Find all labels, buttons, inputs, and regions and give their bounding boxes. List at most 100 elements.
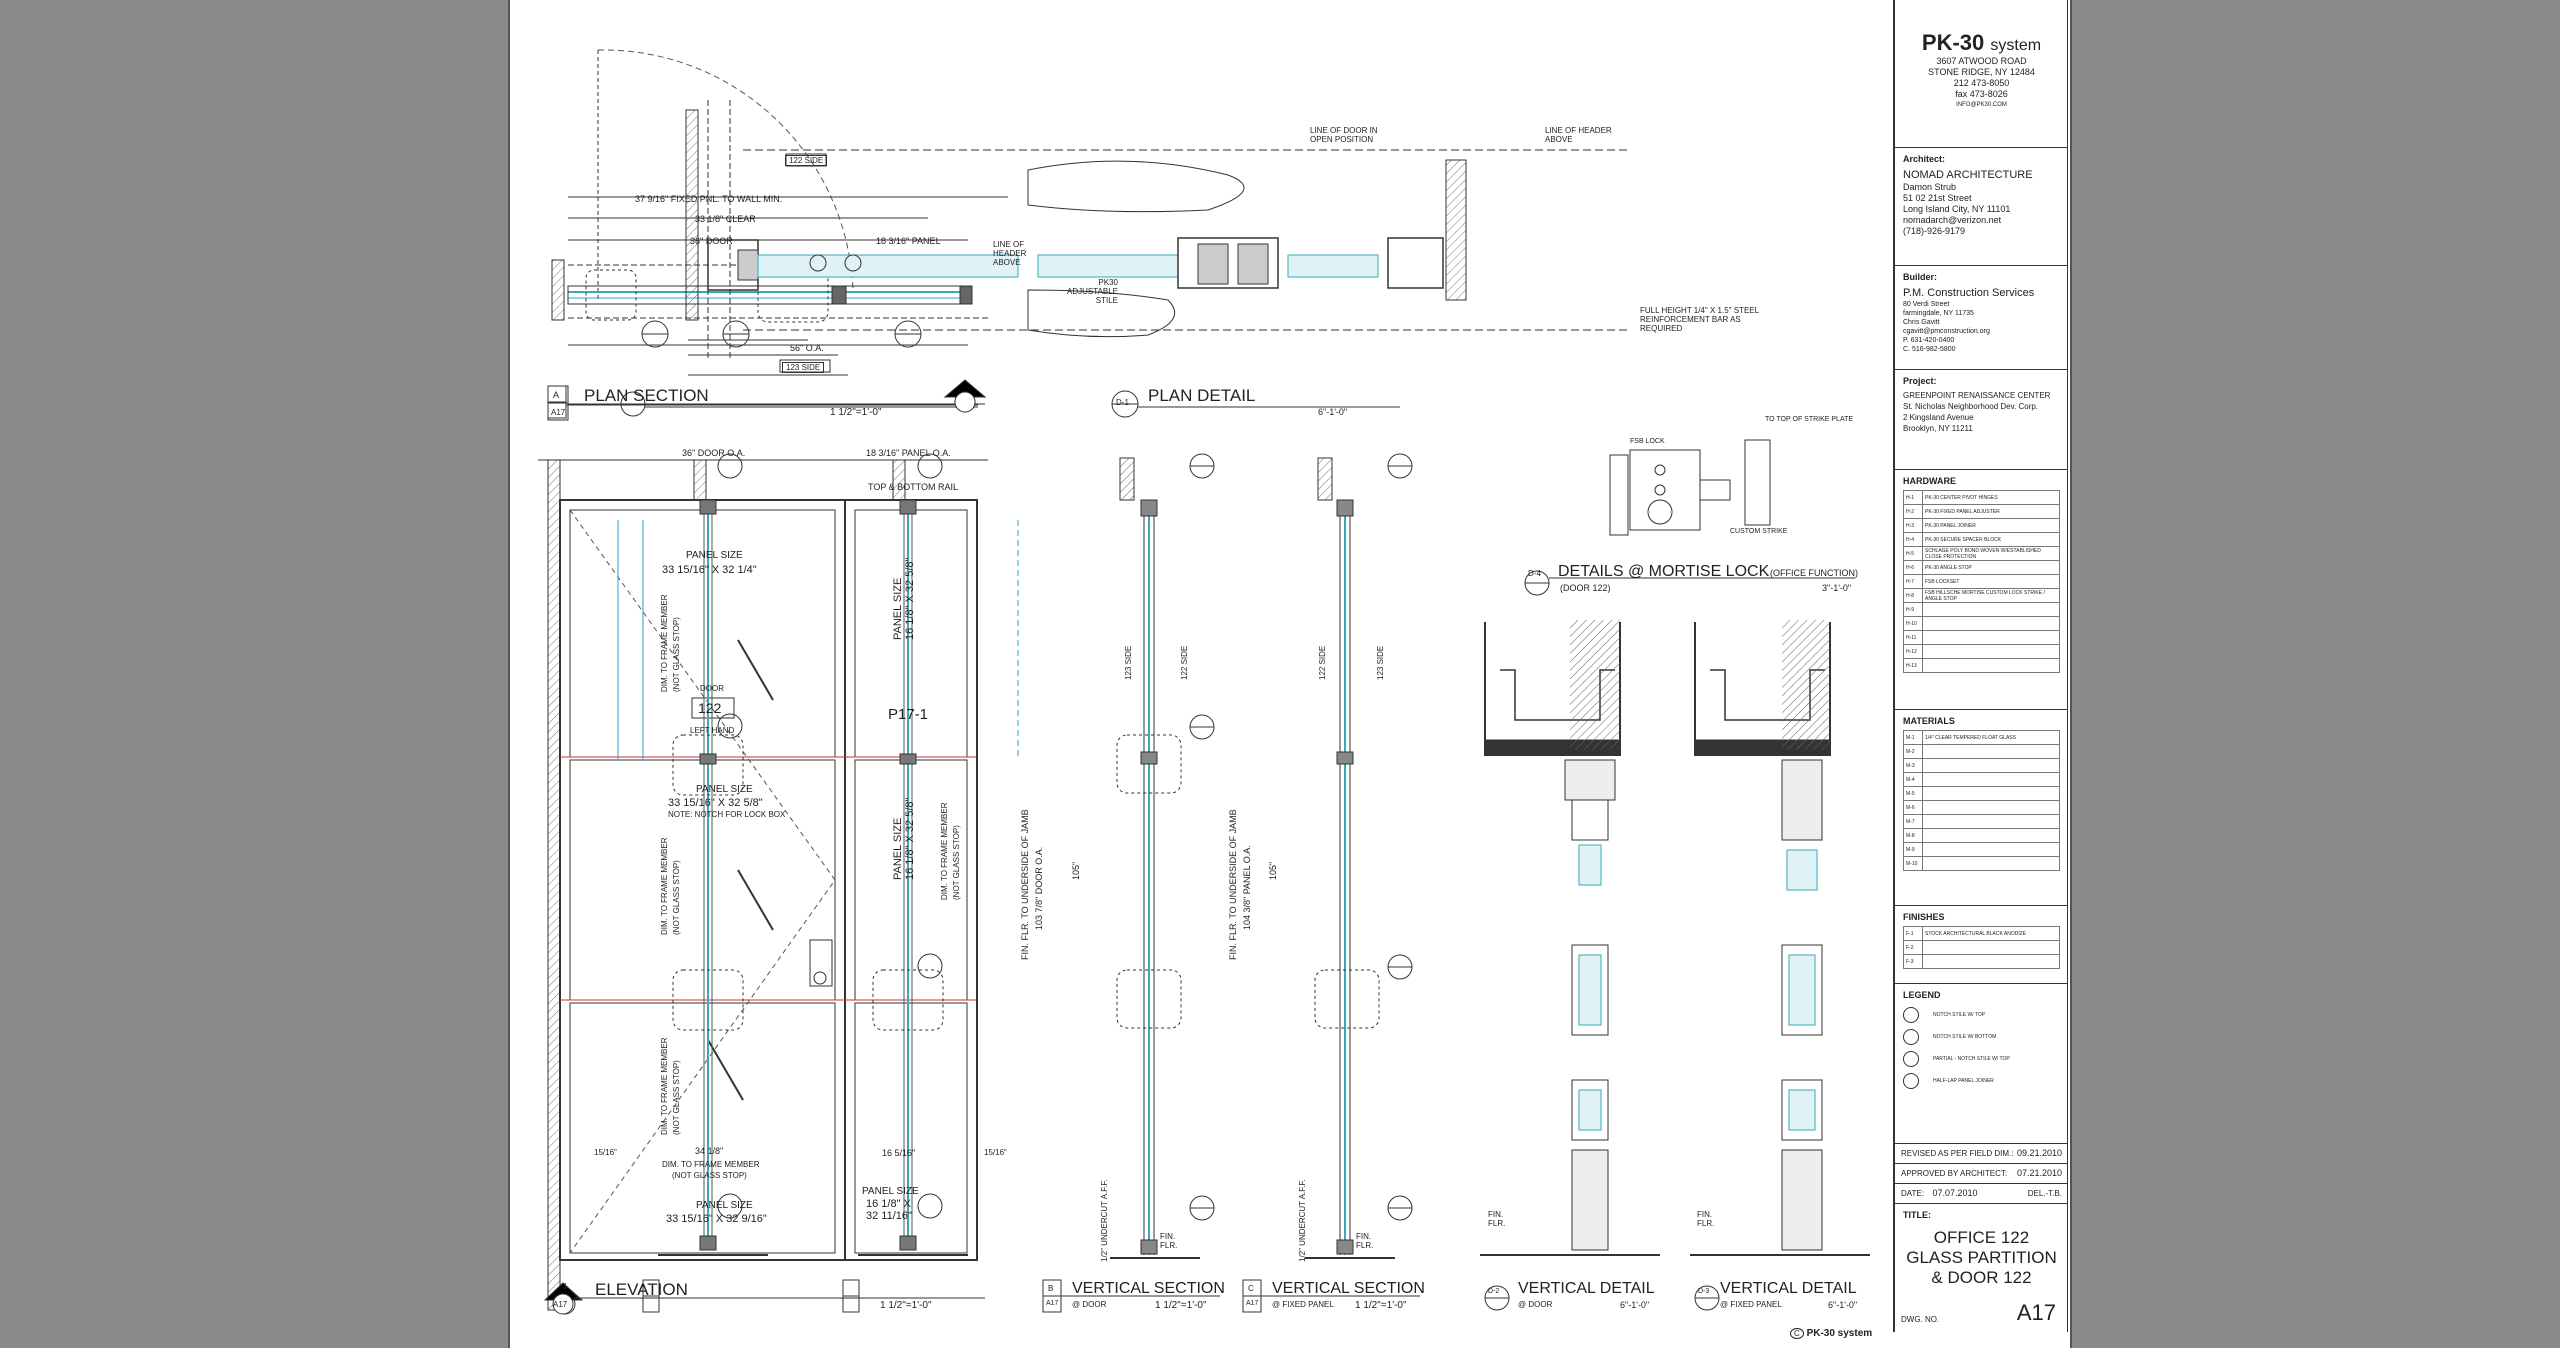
materials-value: [1922, 786, 2060, 801]
frame-member-vert-2: DIM. TO FRAME MEMBER: [660, 837, 669, 936]
side-122-label: 122 SIDE: [785, 155, 828, 166]
mortise-door: (DOOR 122): [1560, 583, 1611, 593]
vdet-panel-tag: D-3: [1698, 1288, 1710, 1295]
sheet-title-section: TITLE: OFFICE 122 GLASS PARTITION & DOOR…: [1895, 1204, 2068, 1332]
finishes-key: F-3: [1903, 954, 1923, 969]
elevation-title: ELEVATION: [595, 1280, 688, 1299]
project-line-4: Brooklyn, NY 11211: [1903, 424, 1973, 433]
vdet-door-sub: @ DOOR: [1518, 1300, 1553, 1309]
dim-34-1-8: 34 1/8": [695, 1146, 724, 1156]
hardware-key: H-11: [1903, 630, 1923, 645]
hardware-key: H-2: [1903, 504, 1923, 519]
vsec-panel-letter: C: [1248, 1284, 1254, 1293]
vsec-panel-geometry: [1242, 453, 1420, 1313]
materials-key: M-5: [1903, 786, 1923, 801]
materials-key: M-6: [1903, 800, 1923, 815]
vsec-panel-scale: 1 1/2"=1'-0": [1355, 1300, 1407, 1311]
door-oa-vertical: 103 7/8" DOOR O.A.: [1034, 846, 1044, 930]
panel-dims-6: 16 1/8" X: [866, 1198, 911, 1210]
revised-date: 09.21.2010: [2016, 1148, 2062, 1158]
side-122-vert-door: 122 SIDE: [1180, 645, 1189, 680]
legend-text: NOTCH STILE W/ BOTTOM: [1933, 1034, 1997, 1040]
panel-size-label-6: PANEL SIZE: [862, 1186, 919, 1197]
materials-row: M-4: [1903, 772, 2060, 787]
hardware-value: [1922, 616, 2060, 631]
date-value: 07.07.2010: [1932, 1188, 1978, 1198]
hardware-key: H-12: [1903, 644, 1923, 659]
company-address-1: 3607 ATWOOD ROAD: [1936, 56, 2027, 66]
hardware-key: H-8: [1903, 588, 1923, 603]
hardware-key: H-9: [1903, 602, 1923, 617]
side-123-vert-panel: 123 SIDE: [1376, 645, 1385, 680]
rebar-label: FULL HEIGHT 1/4" X 1.5" STEEL REINFORCEM…: [1640, 306, 1759, 333]
hardware-row: H-12: [1903, 644, 2060, 659]
undercut-door: 1/2" UNDERCUT A.F.F.: [1100, 1179, 1109, 1262]
revised-label: REVISED AS PER FIELD DIM.:: [1901, 1149, 2014, 1158]
hardware-key: H-13: [1903, 658, 1923, 673]
plan-section-title: PLAN SECTION: [584, 386, 709, 405]
fin-flr-vdet-panel: FIN. FLR.: [1697, 1210, 1715, 1228]
materials-value: [1922, 772, 2060, 787]
dim-105-door: 105": [1071, 861, 1081, 880]
materials-row: M-9: [1903, 842, 2060, 857]
materials-value: [1922, 842, 2060, 857]
mortise-tag: D-4: [1528, 569, 1541, 578]
materials-value: [1922, 828, 2060, 843]
legend-heading: LEGEND: [1903, 990, 1941, 1000]
finishes-key: F-1: [1903, 926, 1923, 941]
dwg-number: A17: [2016, 1300, 2056, 1325]
builder-line-2: farmingdale, NY 11735: [1903, 310, 1974, 317]
builder-name: P.M. Construction Services: [1903, 287, 2035, 299]
materials-value: [1922, 856, 2060, 871]
door-36-dim: 36" DOOR: [690, 236, 733, 246]
legend-text: NOTCH STILE W/ TOP: [1933, 1012, 1986, 1018]
hardware-value: FSB LOCKSET: [1922, 574, 2060, 589]
vsec-panel-sub: @ FIXED PANEL: [1272, 1300, 1334, 1309]
top-strike-label: TO TOP OF STRIKE PLATE: [1765, 416, 1854, 423]
materials-heading: MATERIALS: [1903, 716, 1955, 726]
header-above-label: LINE OF HEADER ABOVE: [993, 240, 1027, 267]
sheet-footer: C PK-30 system: [1790, 1328, 1872, 1339]
company-fax: fax 473-8026: [1955, 89, 2008, 99]
builder-line-6: C. 516-982-5800: [1903, 346, 1956, 353]
materials-key: M-10: [1903, 856, 1923, 871]
vsec-door-scale: 1 1/2"=1'-0": [1155, 1300, 1207, 1311]
finishes-value: [1922, 940, 2060, 955]
plan-detail-scale: 6"-1'-0": [1318, 407, 1348, 417]
panel-dims-1: 33 15/16" X 32 1/4": [662, 564, 757, 576]
frame-member-vert-3: DIM. TO FRAME MEMBER: [660, 1037, 669, 1136]
hardware-value: PK-30 ANGLE STOP: [1922, 560, 2060, 575]
pk30-stile-label: PK30 ADJUSTABLE STILE: [1067, 278, 1118, 305]
sheet-title-line-1: OFFICE 122: [1933, 1228, 2030, 1247]
panel-size-label-2: PANEL SIZE: [696, 784, 753, 795]
copyright-icon: C: [1790, 1328, 1804, 1339]
company-section: PK-30 system 3607 ATWOOD ROAD STONE RIDG…: [1895, 0, 2068, 148]
company-logo: PK-30 system: [1921, 30, 2042, 55]
date-label: DATE:: [1901, 1189, 1924, 1198]
hardware-key: H-7: [1903, 574, 1923, 589]
legend-symbol-icon: [1903, 1051, 1919, 1067]
plan-detail-title: PLAN DETAIL: [1148, 386, 1256, 405]
hardware-value: SCHLAGE POLY BOND WOVEN W/ESTABLISHED CL…: [1922, 546, 2060, 561]
door-oa-dim: 36" DOOR O.A.: [682, 448, 746, 458]
legend-item: HALF-LAP PANEL JOINER: [1903, 1070, 2060, 1092]
materials-value: 1/4" CLEAR TEMPERED FLOAT GLASS: [1922, 730, 2060, 745]
materials-row: M-3: [1903, 758, 2060, 773]
materials-key: M-8: [1903, 828, 1923, 843]
mortise-title: DETAILS @ MORTISE LOCK: [1558, 563, 1770, 580]
left-hand-label: LEFT HAND: [690, 726, 735, 735]
legend-item: PARTIAL - NOTCH STILE W/ TOP: [1903, 1048, 2060, 1070]
hardware-value: [1922, 644, 2060, 659]
door-label: DOOR: [700, 684, 724, 693]
plan-section-sheet: A17: [551, 408, 566, 417]
footer-brand: PK-30 system: [1806, 1328, 1873, 1339]
clear-dim: 33 1/8" CLEAR: [695, 214, 756, 224]
